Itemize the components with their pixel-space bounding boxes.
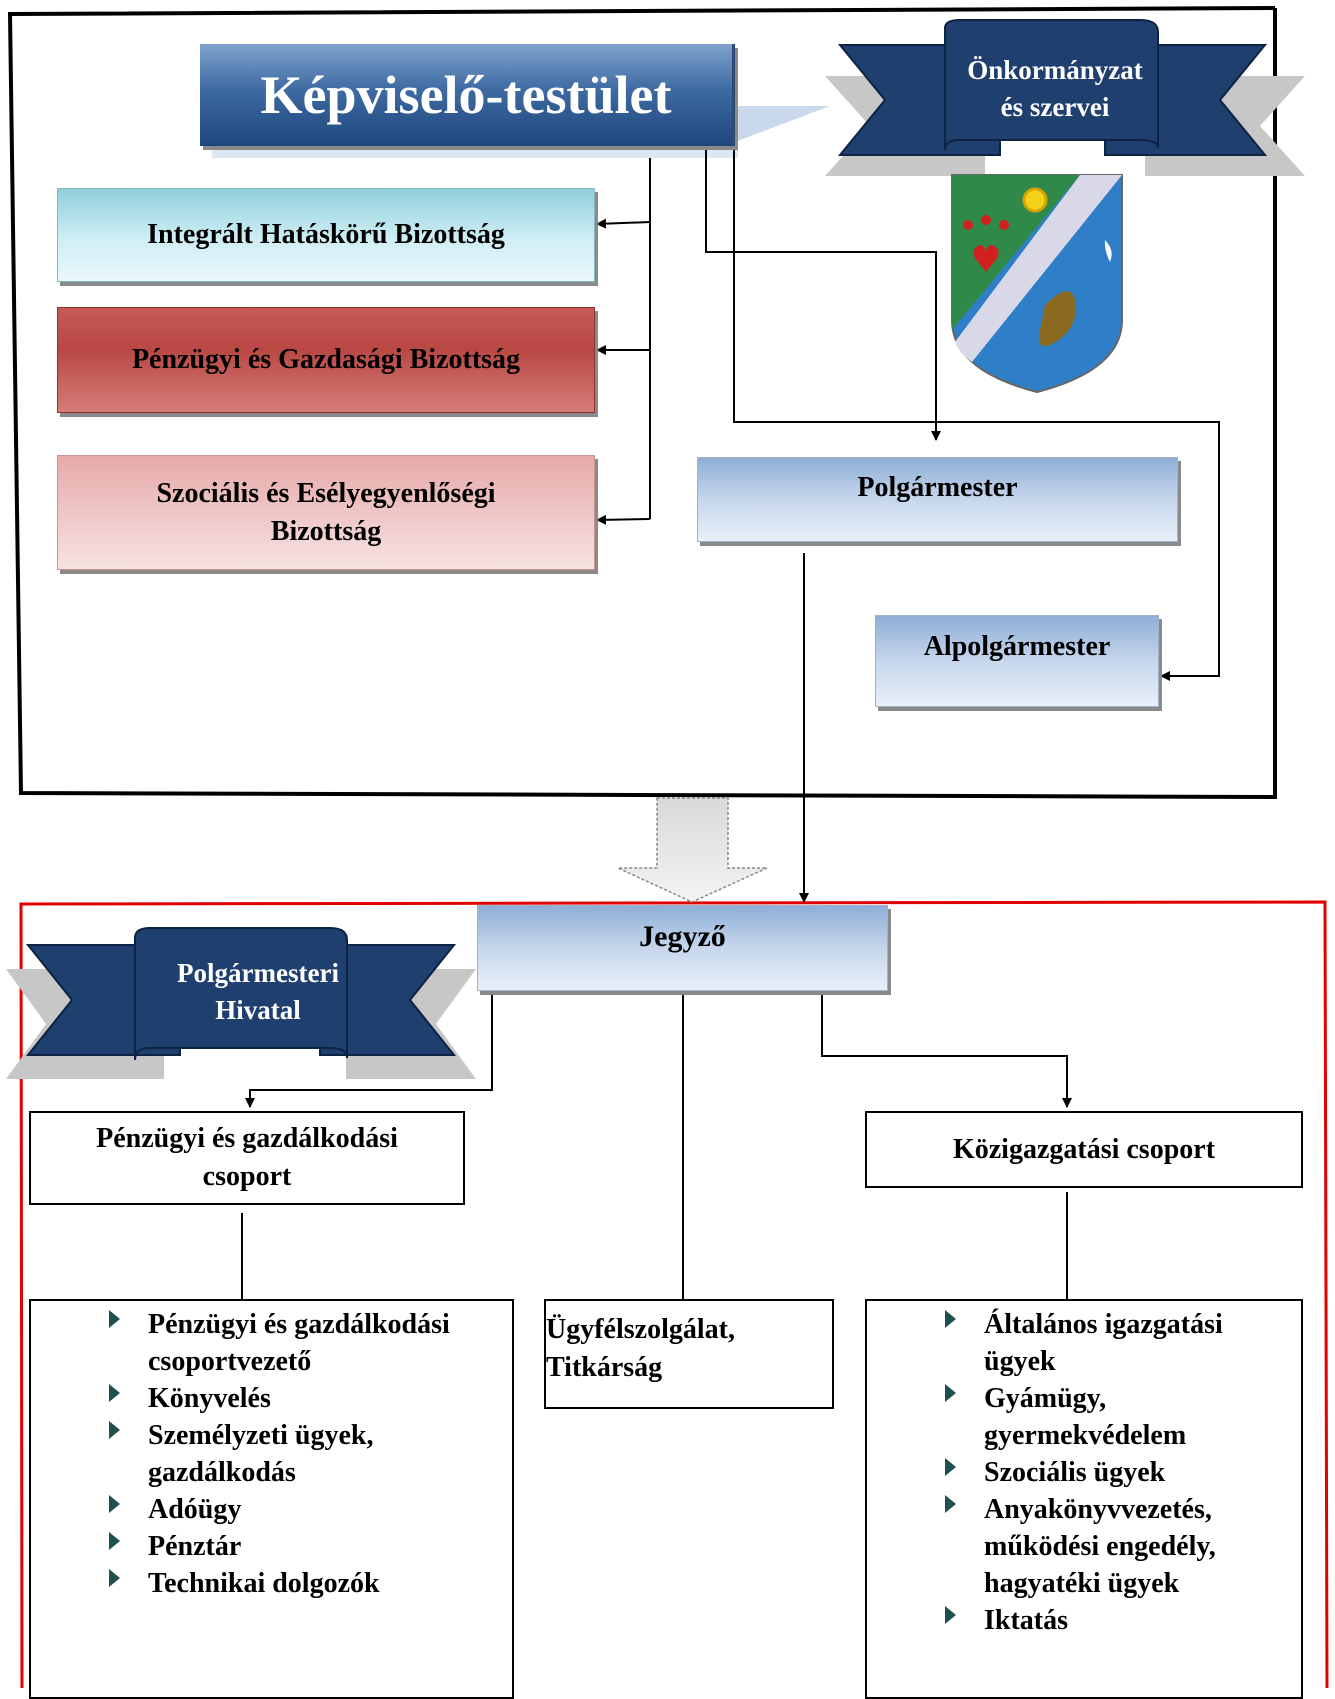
kozigazgatasi-tasks-box [865, 1299, 1303, 1699]
bullet-arrow-icon [945, 1606, 956, 1624]
list-item-line: Szociális ügyek [984, 1457, 1166, 1488]
coat-of-arms-icon [951, 174, 1123, 394]
committee-penzugyi: Pénzügyi és Gazdasági Bizottság [57, 307, 595, 413]
title-pointer [735, 106, 830, 142]
bullet-arrow-icon [109, 1310, 120, 1328]
committee-integralt: Integrált Hatáskörű Bizottság [57, 188, 595, 282]
ribbon-onkormanyzat-line1: Önkormányzat [967, 55, 1143, 85]
penzugyi-csoport-line2: csoport [202, 1161, 292, 1192]
ribbon-onkormanyzat [825, 19, 1305, 176]
penzugyi-task-list: Pénzügyi és gazdálkodási csoportvezető Kö… [109, 1306, 529, 1602]
list-item: Technikai dolgozók [109, 1565, 529, 1602]
kepviselo-testulet-title: Képviselő-testület [200, 44, 735, 146]
bullet-arrow-icon [109, 1384, 120, 1402]
list-item-line: csoportvezető [148, 1346, 312, 1377]
ugyfelszolgalat-box: Ügyfélszolgálat, Titkárság [544, 1299, 834, 1409]
list-item-line: Iktatás [984, 1605, 1069, 1636]
list-item-line: működési engedély, [984, 1531, 1216, 1562]
committee-szocialis-line2: Bizottság [270, 515, 382, 547]
list-item-line: Általános igazgatási [984, 1309, 1223, 1340]
bullet-arrow-icon [109, 1569, 120, 1587]
list-item: Személyzeti ügyek, gazdálkodás [109, 1417, 529, 1491]
ugyfelszolgalat-line1: Ügyfélszolgálat, [546, 1314, 735, 1345]
ugyfelszolgalat-line2: Titkárság [546, 1352, 663, 1383]
ribbon-polgarmesteri-hivatal [6, 927, 476, 1079]
list-item: Könyvelés [109, 1380, 529, 1417]
list-item: Gyámügy, gyermekvédelem [945, 1380, 1315, 1454]
ribbon-hivatal-line2: Hivatal [215, 995, 301, 1025]
bullet-arrow-icon [945, 1310, 956, 1328]
bottom-frame [19, 900, 1329, 1689]
list-item-line: Technikai dolgozók [148, 1568, 380, 1599]
connectors [237, 150, 1220, 1311]
list-item-line: Könyvelés [148, 1383, 271, 1414]
list-item-line: hagyatéki ügyek [984, 1568, 1180, 1599]
bullet-arrow-icon [109, 1421, 120, 1439]
penzugyi-csoport-box: Pénzügyi és gazdálkodási csoport [29, 1111, 465, 1205]
bullet-arrow-icon [945, 1495, 956, 1513]
top-frame [7, 6, 1277, 800]
list-item: Anyakönyvvezetés, működési engedély, hagya… [945, 1491, 1315, 1602]
ribbon-onkormanyzat-label: Önkormányzat és szervei [940, 52, 1170, 126]
list-item: Adóügy [109, 1491, 529, 1528]
ribbon-hivatal-label: Polgármesteri Hivatal [138, 955, 378, 1029]
bullet-arrow-icon [945, 1384, 956, 1402]
penzugyi-csoport-line1: Pénzügyi és gazdálkodási [96, 1123, 398, 1154]
bullet-arrow-icon [109, 1495, 120, 1513]
list-item-line: Pénzügyi és gazdálkodási [148, 1309, 450, 1340]
list-item: Szociális ügyek [945, 1454, 1315, 1491]
title-shadow [212, 146, 738, 158]
list-item-line: ügyek [984, 1346, 1056, 1377]
committee-szocialis: Szociális és Esélyegyenlőségi Bizottság [57, 455, 595, 570]
list-item-line: Gyámügy, [984, 1383, 1107, 1414]
ribbon-hivatal-line1: Polgármesteri [177, 958, 339, 988]
list-item: Iktatás [945, 1602, 1315, 1639]
bullet-arrow-icon [109, 1532, 120, 1550]
list-item-line: Pénztár [148, 1531, 242, 1562]
jegyzo-box: Jegyző [477, 905, 888, 991]
polgarmester-box: Polgármester [697, 457, 1178, 542]
transition-arrow [617, 797, 768, 903]
list-item: Pénztár [109, 1528, 529, 1565]
list-item: Pénzügyi és gazdálkodási csoportvezető [109, 1306, 529, 1380]
list-item: Általános igazgatási ügyek [945, 1306, 1315, 1380]
ribbon-onkormanyzat-line2: és szervei [1000, 92, 1110, 122]
list-item-line: Személyzeti ügyek, [148, 1420, 374, 1451]
list-item-line: Adóügy [148, 1494, 242, 1525]
committee-szocialis-line1: Szociális és Esélyegyenlőségi [156, 477, 496, 509]
kozigazgatasi-task-list: Általános igazgatási ügyek Gyámügy, gyerme… [945, 1306, 1315, 1639]
list-item-line: Anyakönyvvezetés, [984, 1494, 1212, 1525]
bullet-arrow-icon [945, 1458, 956, 1476]
list-item-line: gazdálkodás [148, 1457, 296, 1488]
alpolgarmester-box: Alpolgármester [875, 615, 1159, 707]
kozigazgatasi-csoport-box: Közigazgatási csoport [865, 1111, 1303, 1188]
list-item-line: gyermekvédelem [984, 1420, 1187, 1451]
